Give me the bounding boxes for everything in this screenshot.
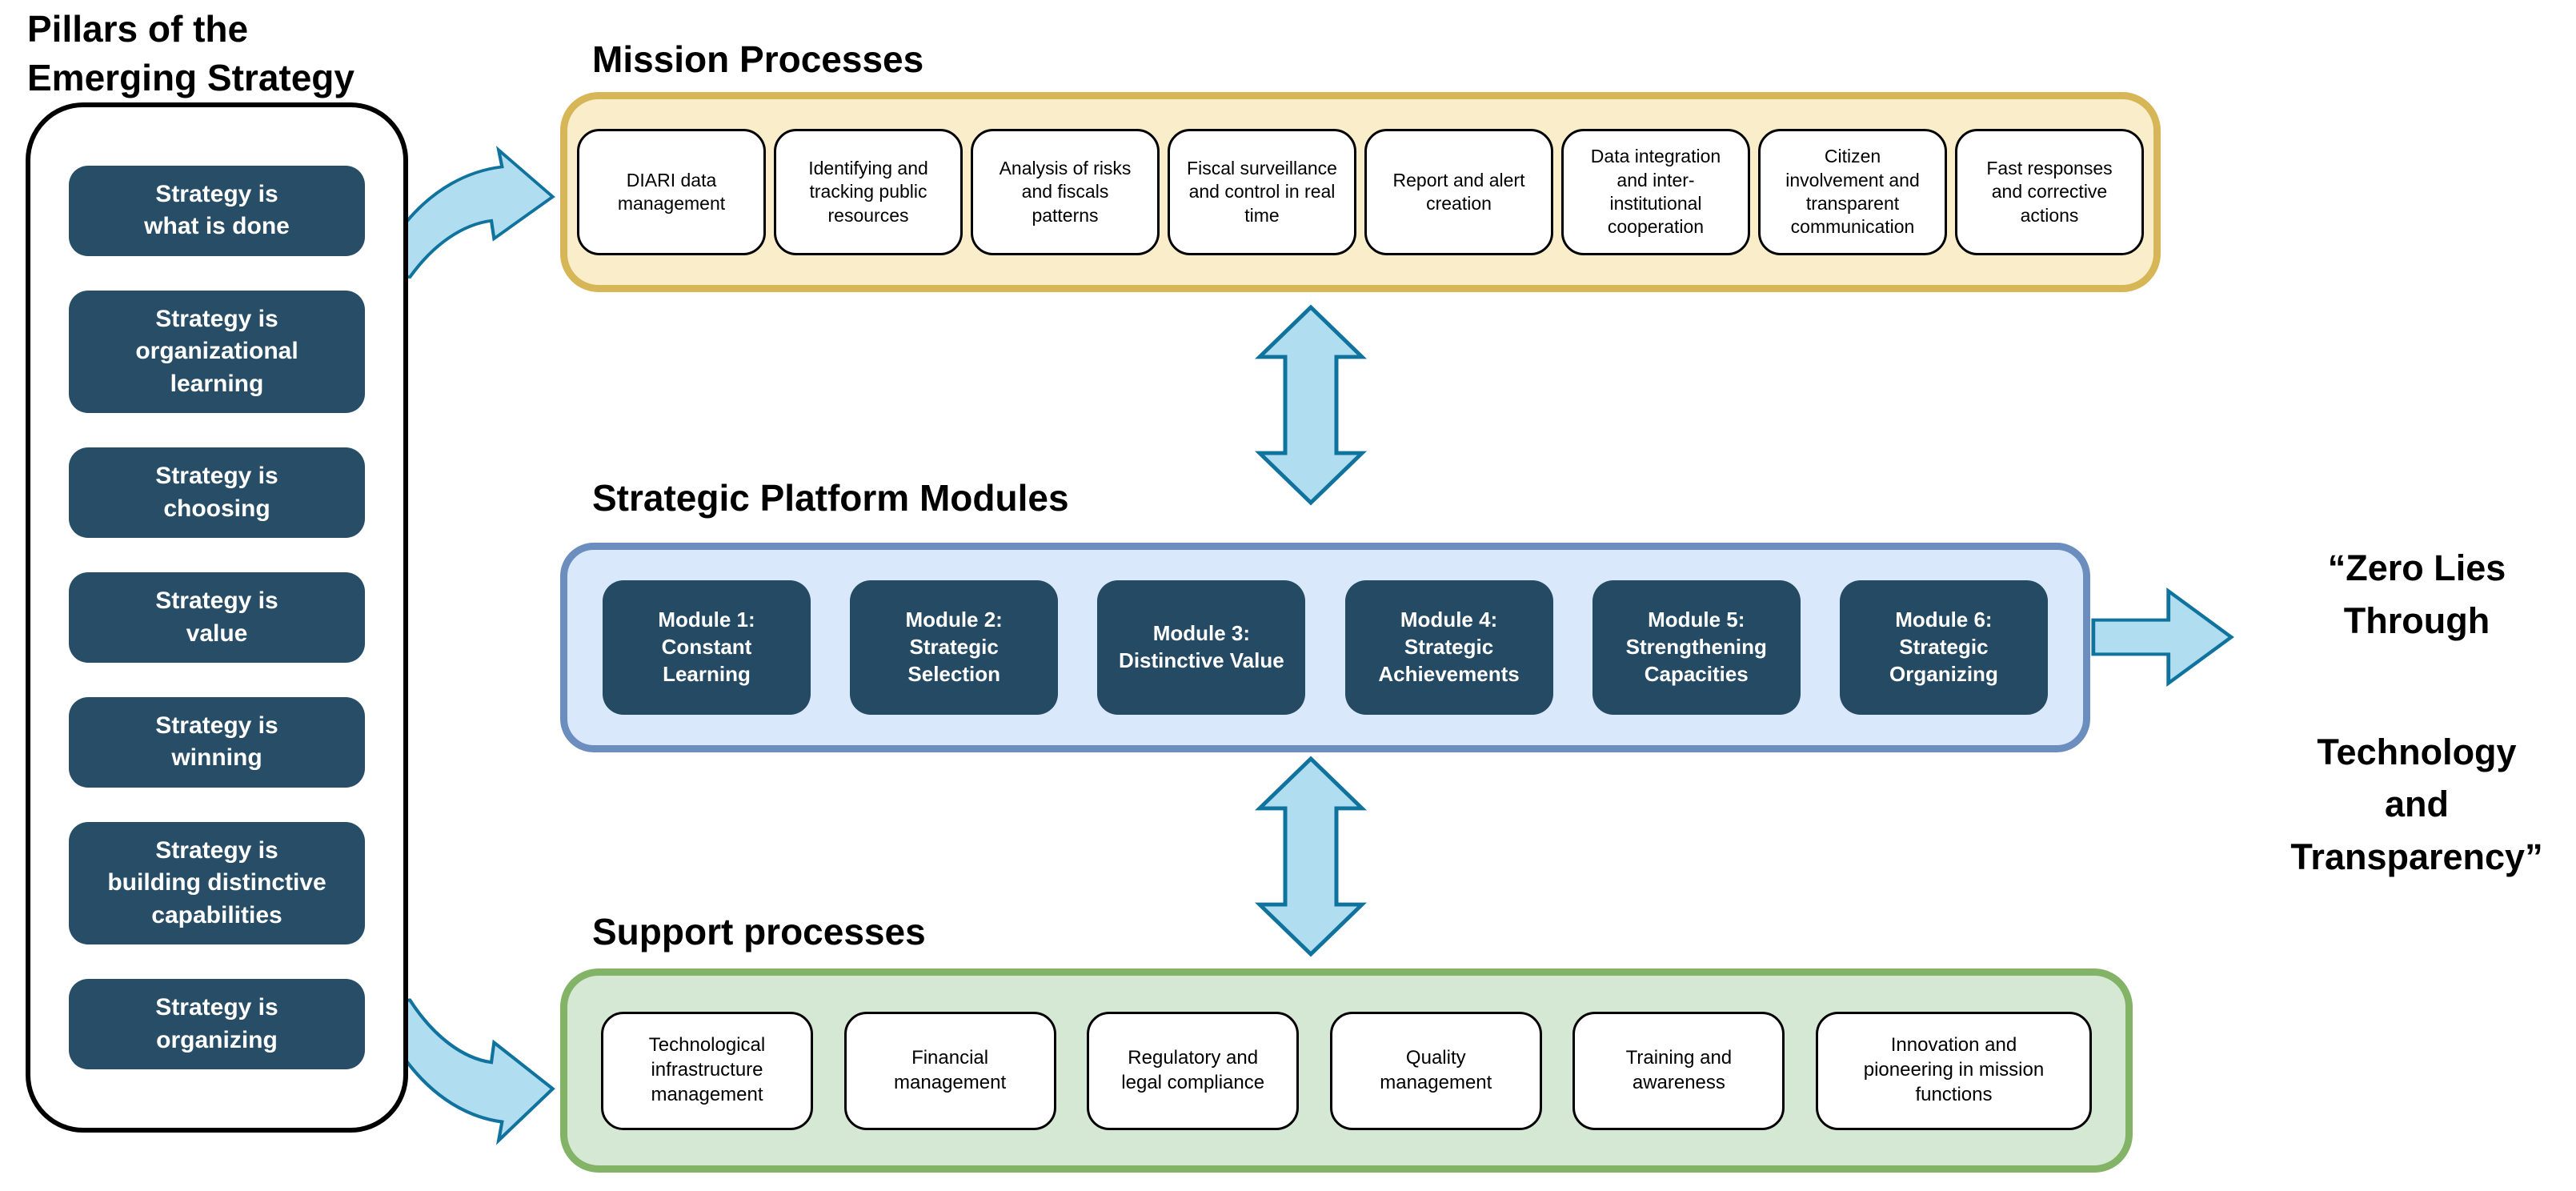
curved-arrow-up-right-icon bbox=[396, 146, 555, 279]
support-process-box: Regulatory and legal compliance bbox=[1087, 1011, 1300, 1130]
pillar-box-distinctive-capabilities: Strategy is building distinctive capabil… bbox=[69, 821, 365, 945]
pillar-box-value: Strategy is value bbox=[69, 572, 365, 663]
pillar-box-what-is-done: Strategy is what is done bbox=[69, 165, 365, 256]
mission-process-box: Fast responses and corrective actions bbox=[1955, 129, 2144, 255]
module-box-4: Module 4: Strategic Achievements bbox=[1344, 580, 1553, 715]
module-box-2: Module 2: Strategic Selection bbox=[850, 580, 1059, 715]
double-arrow-vertical-icon bbox=[1254, 756, 1368, 957]
mission-process-box: Report and alert creation bbox=[1364, 129, 1553, 255]
double-arrow-vertical-icon bbox=[1254, 304, 1368, 506]
block-arrow-right-icon bbox=[2091, 587, 2234, 688]
support-process-box: Training and awareness bbox=[1572, 1011, 1785, 1130]
pillar-box-choosing: Strategy is choosing bbox=[69, 447, 365, 539]
support-section-title: Support processes bbox=[592, 911, 926, 952]
mission-process-box: Analysis of risks and fiscals patterns bbox=[971, 129, 1160, 255]
pillar-box-winning: Strategy is winning bbox=[69, 696, 365, 788]
module-box-5: Module 5: Strengthening Capacities bbox=[1592, 580, 1801, 715]
pillar-box-organizational-learning: Strategy is organizational learning bbox=[69, 290, 365, 414]
module-box-6: Module 6: Strategic Organizing bbox=[1839, 580, 2048, 715]
mission-process-box: Citizen involvement and transparent comm… bbox=[1758, 129, 1947, 255]
pillar-box-organizing: Strategy is organizing bbox=[69, 979, 365, 1070]
mission-section-title: Mission Processes bbox=[592, 38, 924, 80]
mission-process-box: DIARI data management bbox=[577, 129, 766, 255]
quote-text: “Zero Lies Through Technology and Transp… bbox=[2278, 490, 2556, 962]
support-process-box: Quality management bbox=[1329, 1011, 1542, 1130]
mission-process-box: Identifying and tracking public resource… bbox=[774, 129, 963, 255]
module-box-3: Module 3: Distinctive Value bbox=[1097, 580, 1306, 715]
support-process-box: Innovation and pioneering in mission fun… bbox=[1815, 1011, 2092, 1130]
pillars-panel: Strategy is what is done Strategy is org… bbox=[26, 102, 408, 1133]
mission-process-box: Fiscal surveillance and control in real … bbox=[1168, 129, 1356, 255]
pillars-title: Pillars of the Emerging Strategy bbox=[27, 8, 355, 98]
quote-line-2: Technology and Transparency” bbox=[2290, 732, 2543, 877]
module-box-1: Module 1: Constant Learning bbox=[603, 580, 811, 715]
mission-processes-container: DIARI data management Identifying and tr… bbox=[560, 92, 2161, 292]
mission-process-box: Data integration and inter- institutiona… bbox=[1561, 129, 1750, 255]
support-process-box: Financial management bbox=[843, 1011, 1056, 1130]
quote-line-1: “Zero Lies Through bbox=[2327, 547, 2506, 641]
strategic-platform-modules-container: Module 1: Constant Learning Module 2: St… bbox=[560, 543, 2090, 752]
curved-arrow-down-right-icon bbox=[396, 998, 555, 1145]
support-process-box: Technological infrastructure management bbox=[601, 1011, 813, 1130]
support-processes-container: Technological infrastructure management … bbox=[560, 968, 2133, 1173]
modules-section-title: Strategic Platform Modules bbox=[592, 477, 1069, 519]
